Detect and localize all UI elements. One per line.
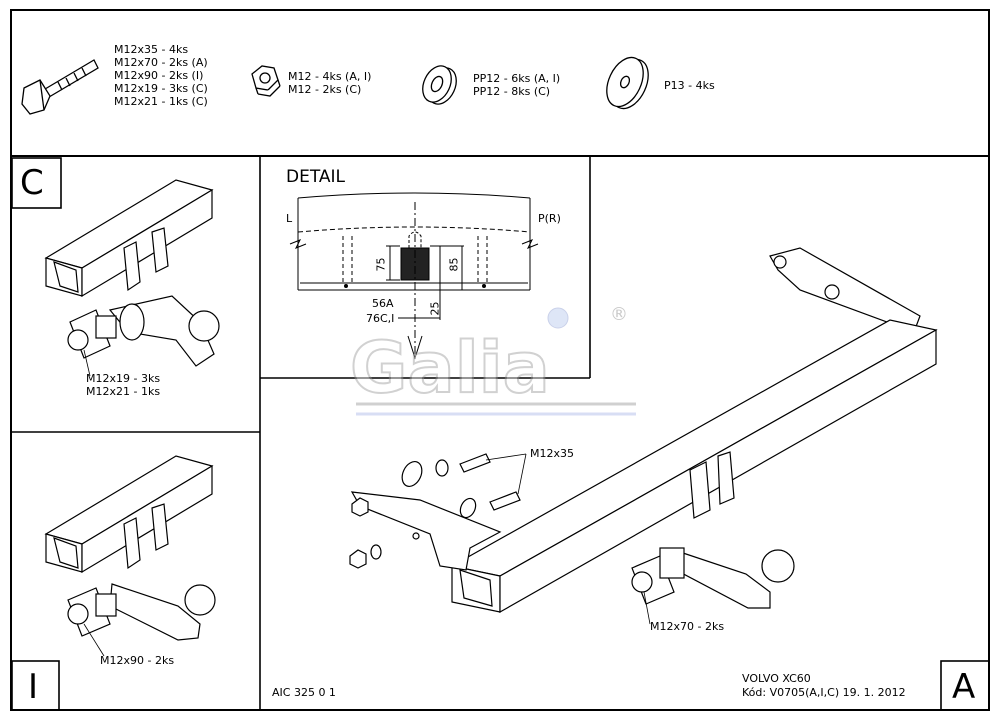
bolt-parts-list: M12x35 - 4ks M12x70 - 2ks (A) M12x90 - 2… (114, 43, 208, 108)
leader-lines (83, 349, 651, 657)
nut-part: M12 - 2ks (C) (288, 83, 362, 96)
washer-icon (422, 65, 457, 105)
logo-reg-mark: ® (610, 304, 628, 325)
towbar-assembly (349, 247, 938, 614)
bolt-part: M12x19 - 3ks (C) (114, 82, 208, 95)
bolt-icon (21, 59, 99, 115)
nut-parts-list: M12 - 4ks (A, I) M12 - 2ks (C) (288, 70, 371, 96)
bolt-part: M12x35 - 4ks (114, 43, 189, 56)
detail-title: DETAIL (286, 167, 346, 187)
washer-parts-list: PP12 - 6ks (A, I) PP12 - 8ks (C) (473, 72, 560, 98)
drawing-code: AIC 325 0 1 (272, 686, 336, 699)
logo-text: Galia (350, 327, 550, 409)
panel-letter-i: I (28, 667, 39, 707)
panel-a-bolt-note: M12x35 (530, 447, 574, 460)
panel-a-ball-note: M12x70 - 2ks (650, 620, 725, 633)
panel-letter-a: A (952, 667, 976, 707)
panel-c-notes: M12x19 - 3ks M12x21 - 1ks (86, 372, 160, 398)
washer-part: PP12 - 8ks (C) (473, 85, 551, 98)
vehicle-model: VOLVO XC60 (742, 672, 811, 685)
panel-dividers (10, 157, 990, 711)
dimension-25: 25 (428, 301, 442, 316)
plate-washer-icon (606, 56, 649, 110)
bolt-part: M12x70 - 2ks (A) (114, 56, 208, 69)
panel-i-drawing (44, 455, 216, 641)
detail-section (289, 192, 539, 360)
panel-i-note: M12x90 - 2ks (100, 654, 175, 667)
nut-icon (251, 65, 281, 97)
panel-c-note: M12x21 - 1ks (86, 385, 161, 398)
parts-header-box (10, 9, 990, 157)
bolt-part: M12x90 - 2ks (I) (114, 69, 204, 82)
detail-left-label: L (286, 212, 293, 225)
label-76c: 76C,I (366, 312, 395, 325)
dimension-85: 85 (447, 257, 461, 272)
label-56a: 56A (372, 297, 394, 310)
panel-c-note: M12x19 - 3ks (86, 372, 161, 385)
drawing-kod: Kód: V0705(A,I,C) 19. 1. 2012 (742, 686, 906, 699)
washer-part: PP12 - 6ks (A, I) (473, 72, 561, 85)
panel-letter-c: C (20, 163, 44, 203)
detail-right-label: P(R) (538, 212, 561, 225)
bolt-part: M12x21 - 1ks (C) (114, 95, 208, 108)
galia-logo: Galia ® (349, 304, 636, 416)
panel-c-drawing (44, 179, 220, 367)
dimension-75: 75 (374, 257, 388, 272)
nut-part: M12 - 4ks (A, I) (288, 70, 372, 83)
plate-part: P13 - 4ks (664, 79, 715, 92)
